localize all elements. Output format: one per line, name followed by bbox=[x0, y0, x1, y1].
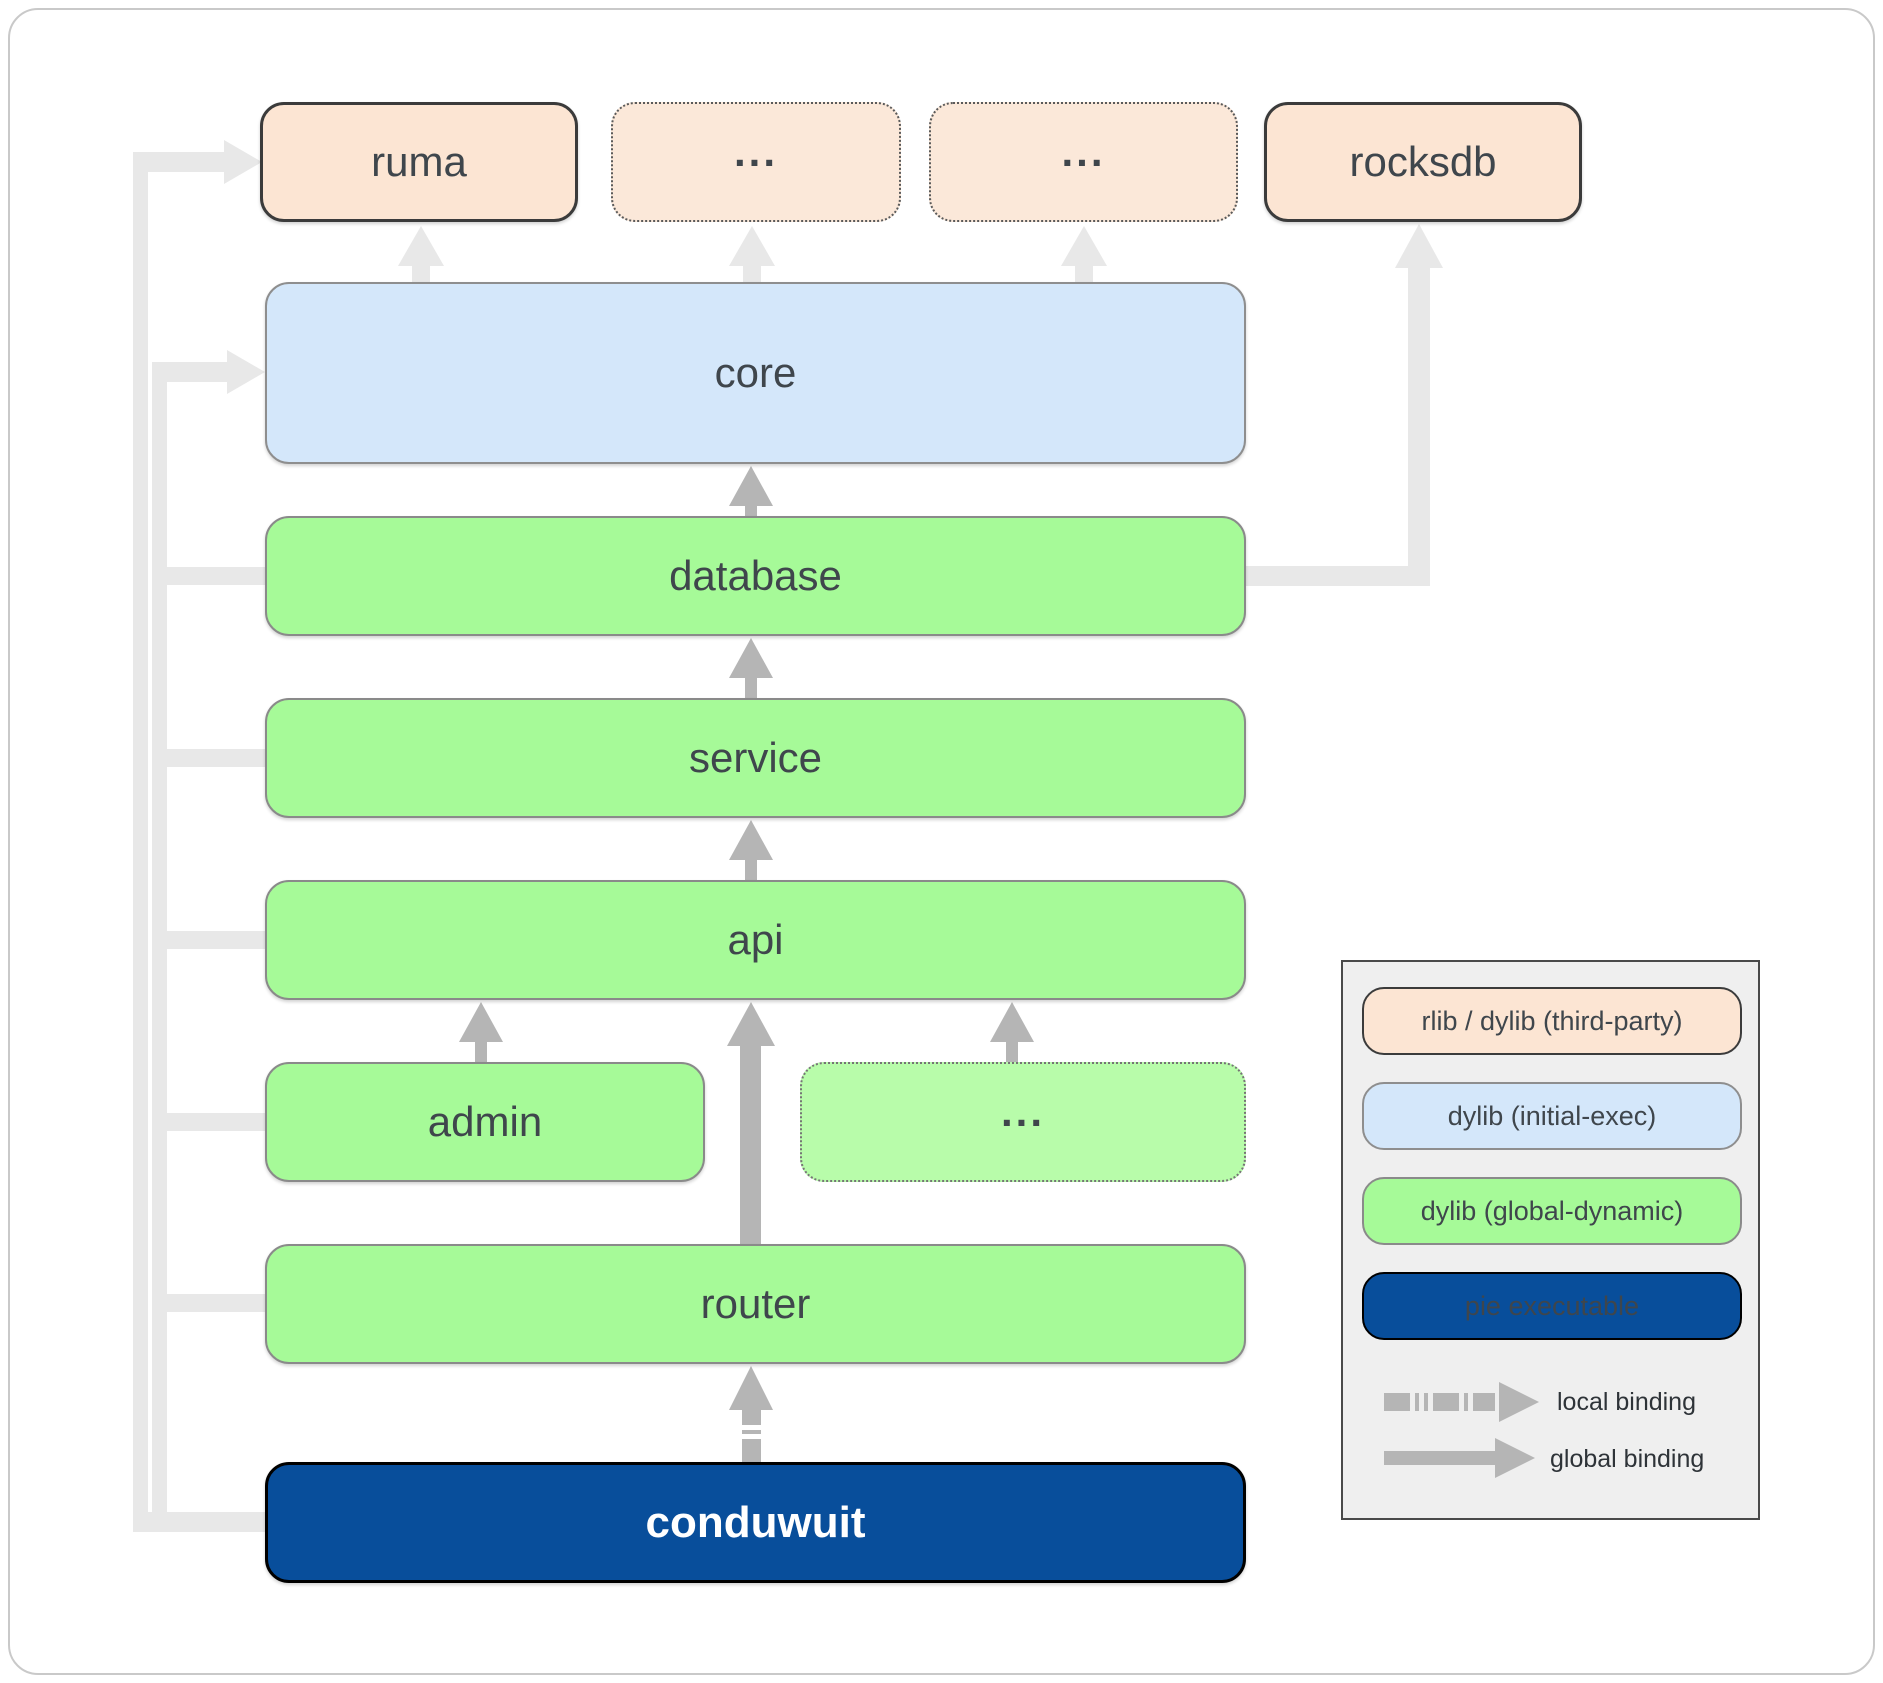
arrowhead-into-rocksdb bbox=[1395, 224, 1443, 268]
node-rocksdb: rocksdb bbox=[1264, 102, 1582, 222]
arrow-ellipsis-mid-to-api bbox=[990, 1002, 1034, 1042]
arrow-conduwuit-to-router-shaft-2 bbox=[742, 1430, 761, 1434]
binding-line-to-core bbox=[152, 362, 227, 382]
arrow-admin-to-api bbox=[459, 1002, 503, 1042]
local-binding-arrow-segment bbox=[1424, 1393, 1428, 1411]
legend-item-initial-exec: dylib (initial-exec) bbox=[1362, 1082, 1742, 1150]
legend-item-pie-executable-label: pie executable bbox=[1464, 1290, 1640, 1321]
arrow-database-to-core bbox=[729, 466, 773, 506]
binding-stub-service bbox=[167, 749, 265, 767]
node-api-label: api bbox=[727, 916, 784, 963]
arrow-core-to-ruma-shaft bbox=[412, 264, 430, 282]
legend-item-global-dynamic: dylib (global-dynamic) bbox=[1362, 1177, 1742, 1245]
arrow-conduwuit-to-router-shaft-3 bbox=[742, 1439, 761, 1462]
binding-stub-router bbox=[167, 1294, 265, 1312]
binding-line-to-ruma bbox=[133, 152, 224, 172]
arrow-service-to-database bbox=[729, 638, 773, 678]
legend-panel: rlib / dylib (third-party) dylib (initia… bbox=[1341, 960, 1760, 1520]
node-admin-label: admin bbox=[427, 1098, 543, 1145]
node-admin: admin bbox=[265, 1062, 705, 1182]
node-ruma-label: ruma bbox=[371, 138, 467, 185]
arrow-service-to-database-shaft bbox=[745, 676, 757, 698]
node-core-label: core bbox=[714, 349, 797, 396]
local-binding-arrowhead bbox=[1499, 1382, 1539, 1422]
global-binding-label: global binding bbox=[1550, 1445, 1705, 1473]
node-router: router bbox=[265, 1244, 1246, 1364]
local-binding-label: local binding bbox=[1557, 1388, 1696, 1416]
arrow-api-to-service-shaft bbox=[745, 858, 757, 880]
arrow-api-to-service bbox=[729, 820, 773, 860]
global-binding-arrow-shaft bbox=[1384, 1451, 1495, 1465]
arrow-core-to-ellipsis-1-shaft bbox=[743, 264, 761, 282]
node-ellipsis-mid: ... bbox=[800, 1062, 1246, 1182]
local-binding-arrow-segment bbox=[1464, 1393, 1468, 1411]
arrow-conduwuit-to-router-shaft-1 bbox=[742, 1408, 761, 1425]
node-conduwuit-label: conduwuit bbox=[645, 1497, 866, 1547]
binding-stub-api bbox=[167, 931, 265, 949]
arrowhead-into-core bbox=[227, 350, 265, 394]
node-database-label: database bbox=[669, 552, 842, 599]
global-binding-arrowhead bbox=[1495, 1438, 1535, 1478]
node-router-label: router bbox=[700, 1280, 811, 1327]
arrow-router-to-api bbox=[727, 1002, 775, 1046]
database-rocksdb-line-horizontal bbox=[1246, 566, 1430, 586]
node-service: service bbox=[265, 698, 1246, 818]
arrow-core-to-ruma bbox=[398, 226, 444, 266]
legend-item-initial-exec-label: dylib (initial-exec) bbox=[1447, 1100, 1657, 1131]
legend-item-third-party-label: rlib / dylib (third-party) bbox=[1421, 1005, 1683, 1036]
arrow-database-to-core-shaft bbox=[745, 504, 757, 516]
node-ellipsis-top-1: ... bbox=[611, 102, 901, 222]
trunk-line-bottom bbox=[133, 1512, 265, 1532]
legend-item-third-party: rlib / dylib (third-party) bbox=[1362, 987, 1742, 1055]
arrowhead-into-ruma bbox=[224, 140, 262, 184]
node-conduwuit: conduwuit bbox=[265, 1462, 1246, 1583]
node-service-label: service bbox=[688, 734, 823, 781]
arrow-core-to-ellipsis-1 bbox=[729, 226, 775, 266]
arrow-router-to-api-shaft bbox=[740, 1046, 761, 1244]
binding-stub-admin bbox=[167, 1113, 265, 1131]
legend-item-global-dynamic-label: dylib (global-dynamic) bbox=[1420, 1195, 1684, 1226]
local-binding-arrow-segment bbox=[1384, 1393, 1410, 1411]
node-ellipsis-top-2: ... bbox=[929, 102, 1238, 222]
node-rocksdb-label: rocksdb bbox=[1349, 138, 1497, 185]
local-binding-arrow-segment bbox=[1473, 1393, 1495, 1411]
trunk-line-inner bbox=[152, 362, 167, 1532]
node-ruma: ruma bbox=[260, 102, 578, 222]
arrow-core-to-ellipsis-2 bbox=[1061, 226, 1107, 266]
trunk-line-outer bbox=[133, 152, 148, 1532]
node-ellipsis-top-2-label: ... bbox=[1061, 128, 1106, 175]
page-border bbox=[8, 8, 1875, 1675]
arrow-conduwuit-to-router bbox=[729, 1366, 773, 1410]
node-core: core bbox=[265, 282, 1246, 464]
node-ellipsis-mid-label: ... bbox=[1000, 1088, 1045, 1135]
arrow-admin-to-api-shaft bbox=[475, 1040, 487, 1062]
node-ellipsis-top-1-label: ... bbox=[733, 128, 778, 175]
legend-item-pie-executable: pie executable bbox=[1362, 1272, 1742, 1340]
arrow-core-to-ellipsis-2-shaft bbox=[1075, 264, 1093, 282]
node-api: api bbox=[265, 880, 1246, 1000]
node-database: database bbox=[265, 516, 1246, 636]
database-rocksdb-line-vertical bbox=[1408, 266, 1430, 586]
local-binding-arrow-segment bbox=[1415, 1393, 1419, 1411]
arrow-ellipsis-mid-to-api-shaft bbox=[1006, 1040, 1018, 1062]
binding-stub-database bbox=[167, 567, 265, 585]
local-binding-arrow-segment bbox=[1433, 1393, 1459, 1411]
